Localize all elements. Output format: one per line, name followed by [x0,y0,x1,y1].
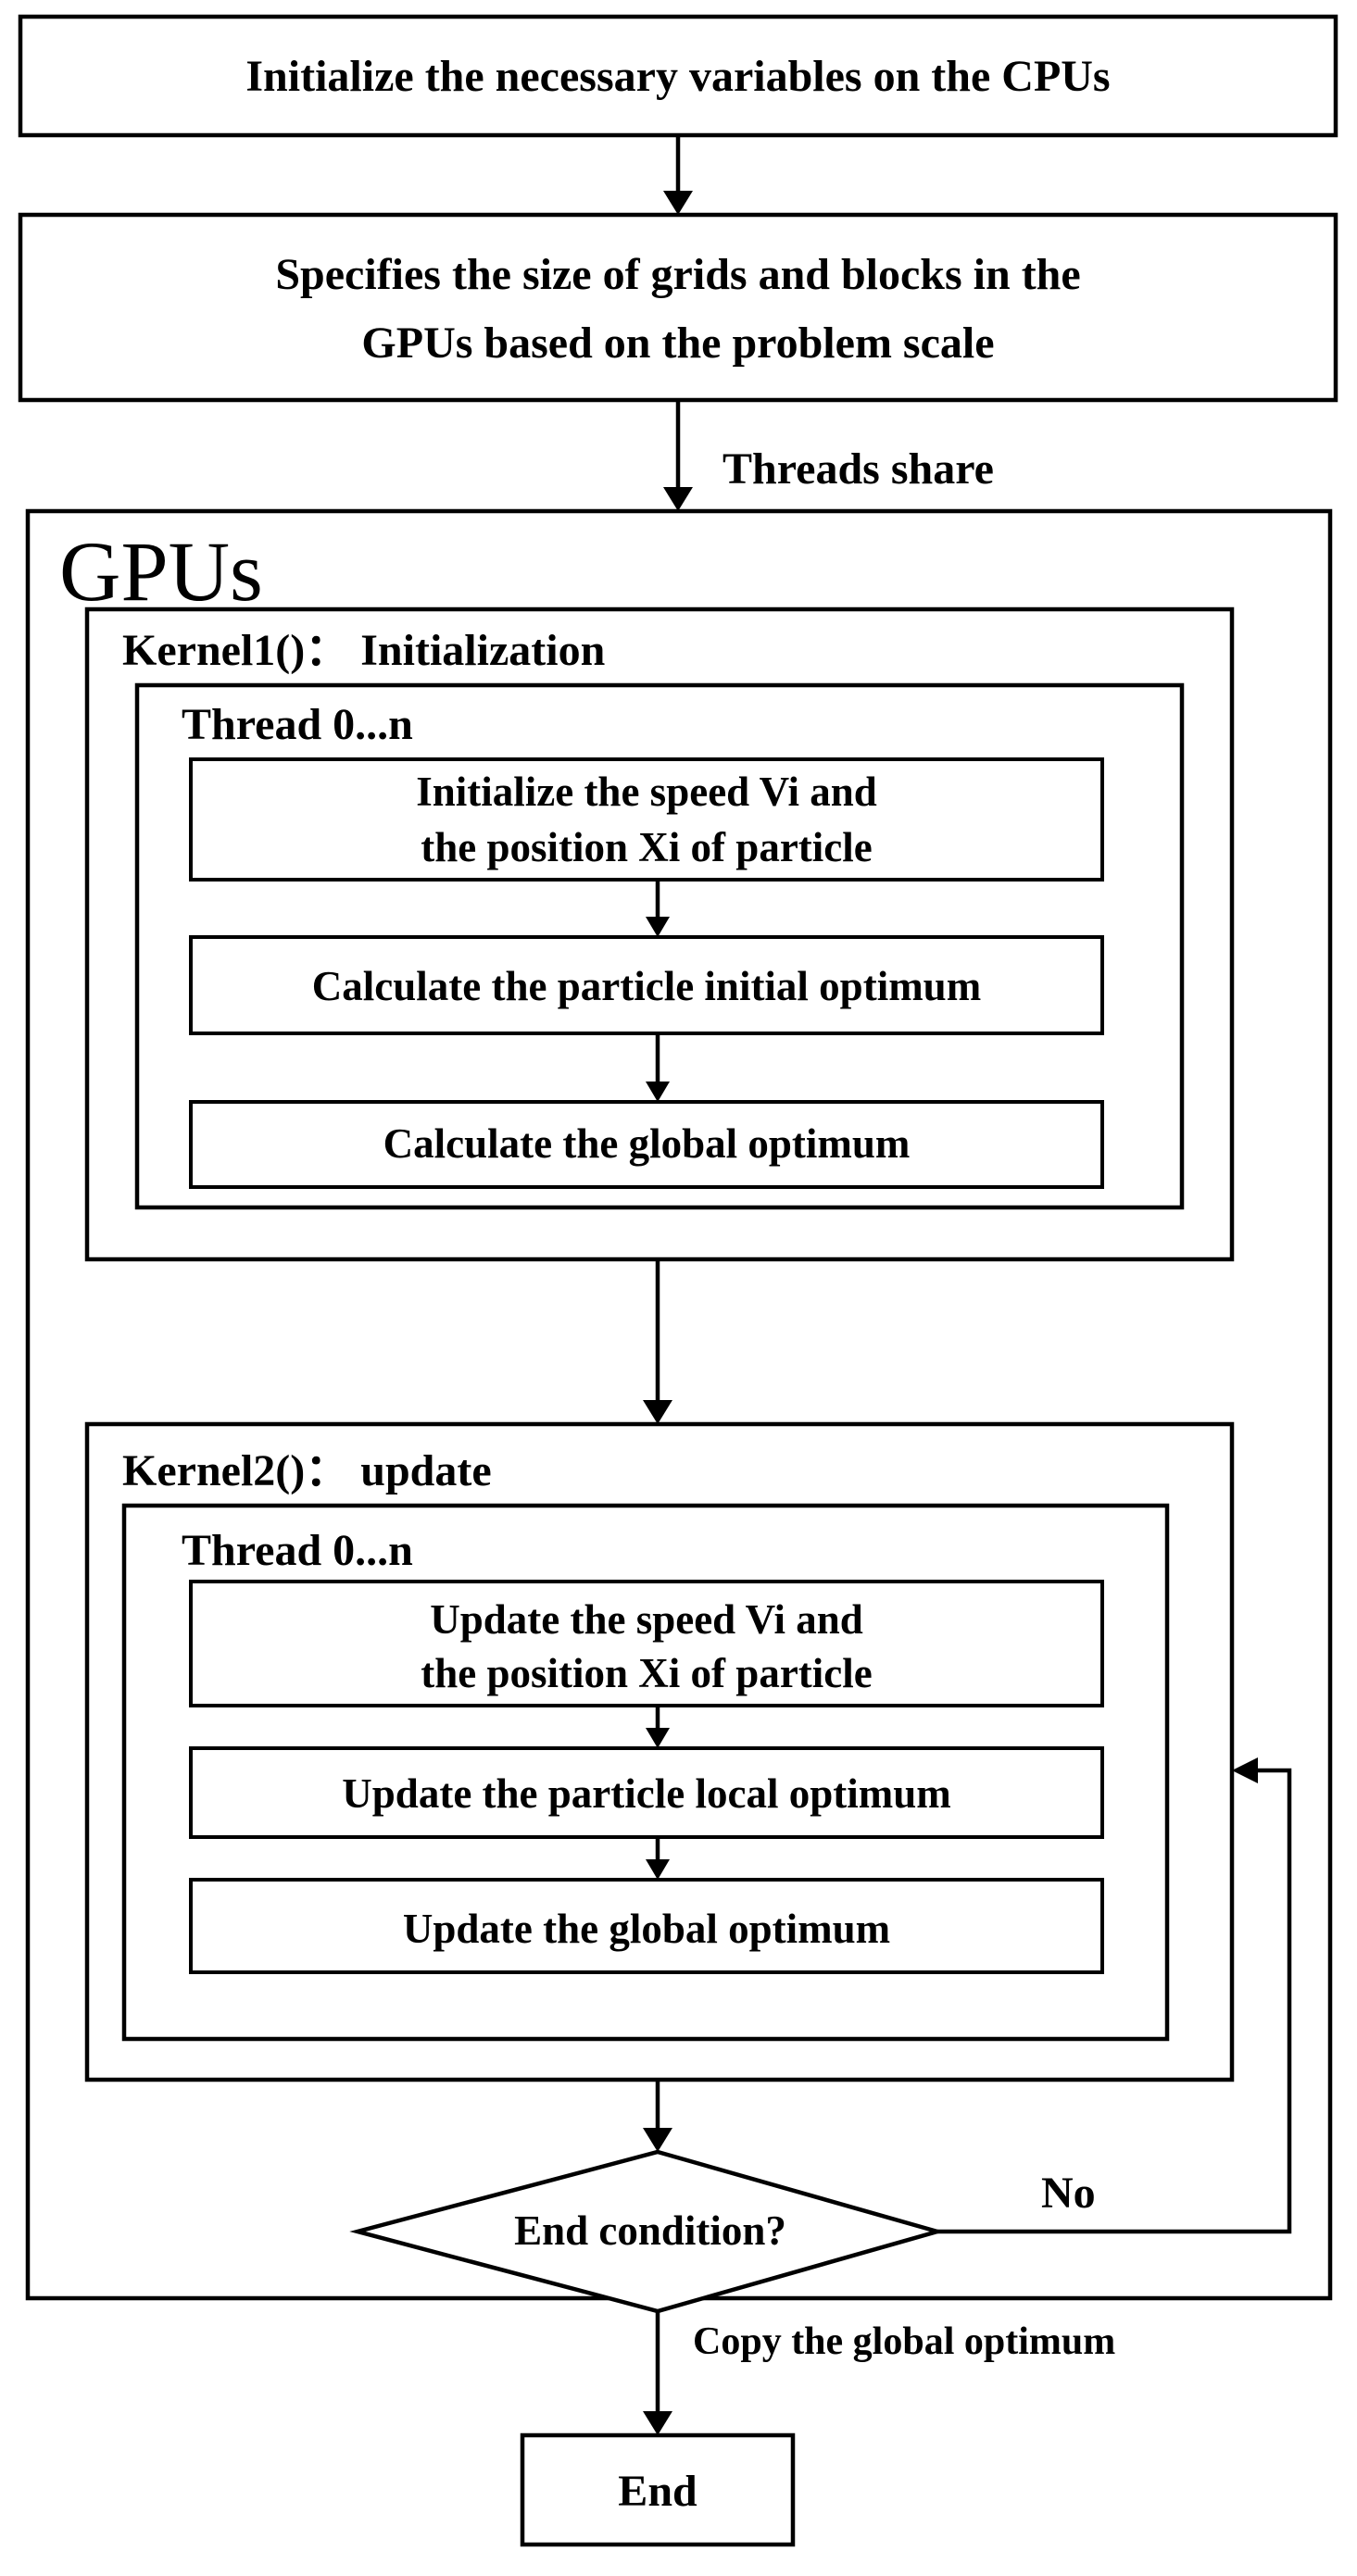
threads-share-label: Threads share [722,444,994,494]
kernel1-title: Kernel1()： Initialization [122,626,605,675]
kernel1-step-init-speed [189,757,1104,882]
init-cpu-text: Initialize the necessary variables on th… [245,52,1110,101]
kernel1-arrow-a [646,880,670,937]
kernel1-arrow-b [646,1033,670,1102]
kernel2-title: Kernel2()： update [122,1446,492,1495]
kernel1-step-global-optimum [189,1100,1104,1189]
specify-line1: Specifies the size of grids and blocks i… [275,250,1080,299]
arrow-to-end [643,2311,672,2435]
arrow-1 [663,135,693,215]
kernel1-step3-text: Calculate the global optimum [383,1120,911,1167]
arrow-kernel1-to-kernel2 [643,1259,672,1424]
kernel1-thread-label: Thread 0...n [182,700,413,749]
kernel2-step-update-speed [189,1580,1104,1707]
kernel2-thread-label: Thread 0...n [182,1526,413,1575]
specify-box [18,212,1338,403]
kernel2-step1-line1: Update the speed Vi and [430,1596,863,1643]
kernel1-step-particle-optimum [189,935,1104,1035]
kernel2-step-local-optimum [189,1746,1104,1839]
no-loop-arrow [937,1757,1292,2234]
kernel2-arrow-a [646,1706,670,1748]
copy-global-optimum-label: Copy the global optimum [693,2320,1115,2363]
kernel2-step-global-optimum [189,1878,1104,1974]
kernel2-arrow-b [646,1837,670,1880]
specify-line2: GPUs based on the problem scale [361,319,994,368]
init-cpu-box [18,14,1338,138]
kernel2-step3-text: Update the global optimum [403,1906,890,1952]
kernel2-step1-line2: the position Xi of particle [421,1650,872,1696]
kernel1-step1-line2: the position Xi of particle [421,824,872,870]
kernel1-step1-line1: Initialize the speed Vi and [416,769,877,815]
arrow-to-decision [643,2080,672,2152]
no-label: No [1041,2169,1096,2218]
arrow-2 [663,400,693,511]
gpus-label: GPUs [59,524,263,619]
kernel1-step2-text: Calculate the particle initial optimum [312,963,981,1009]
end-text: End [618,2467,697,2516]
end-box [520,2432,796,2547]
decision-text: End condition? [514,2207,786,2254]
kernel2-step2-text: Update the particle local optimum [342,1770,950,1817]
